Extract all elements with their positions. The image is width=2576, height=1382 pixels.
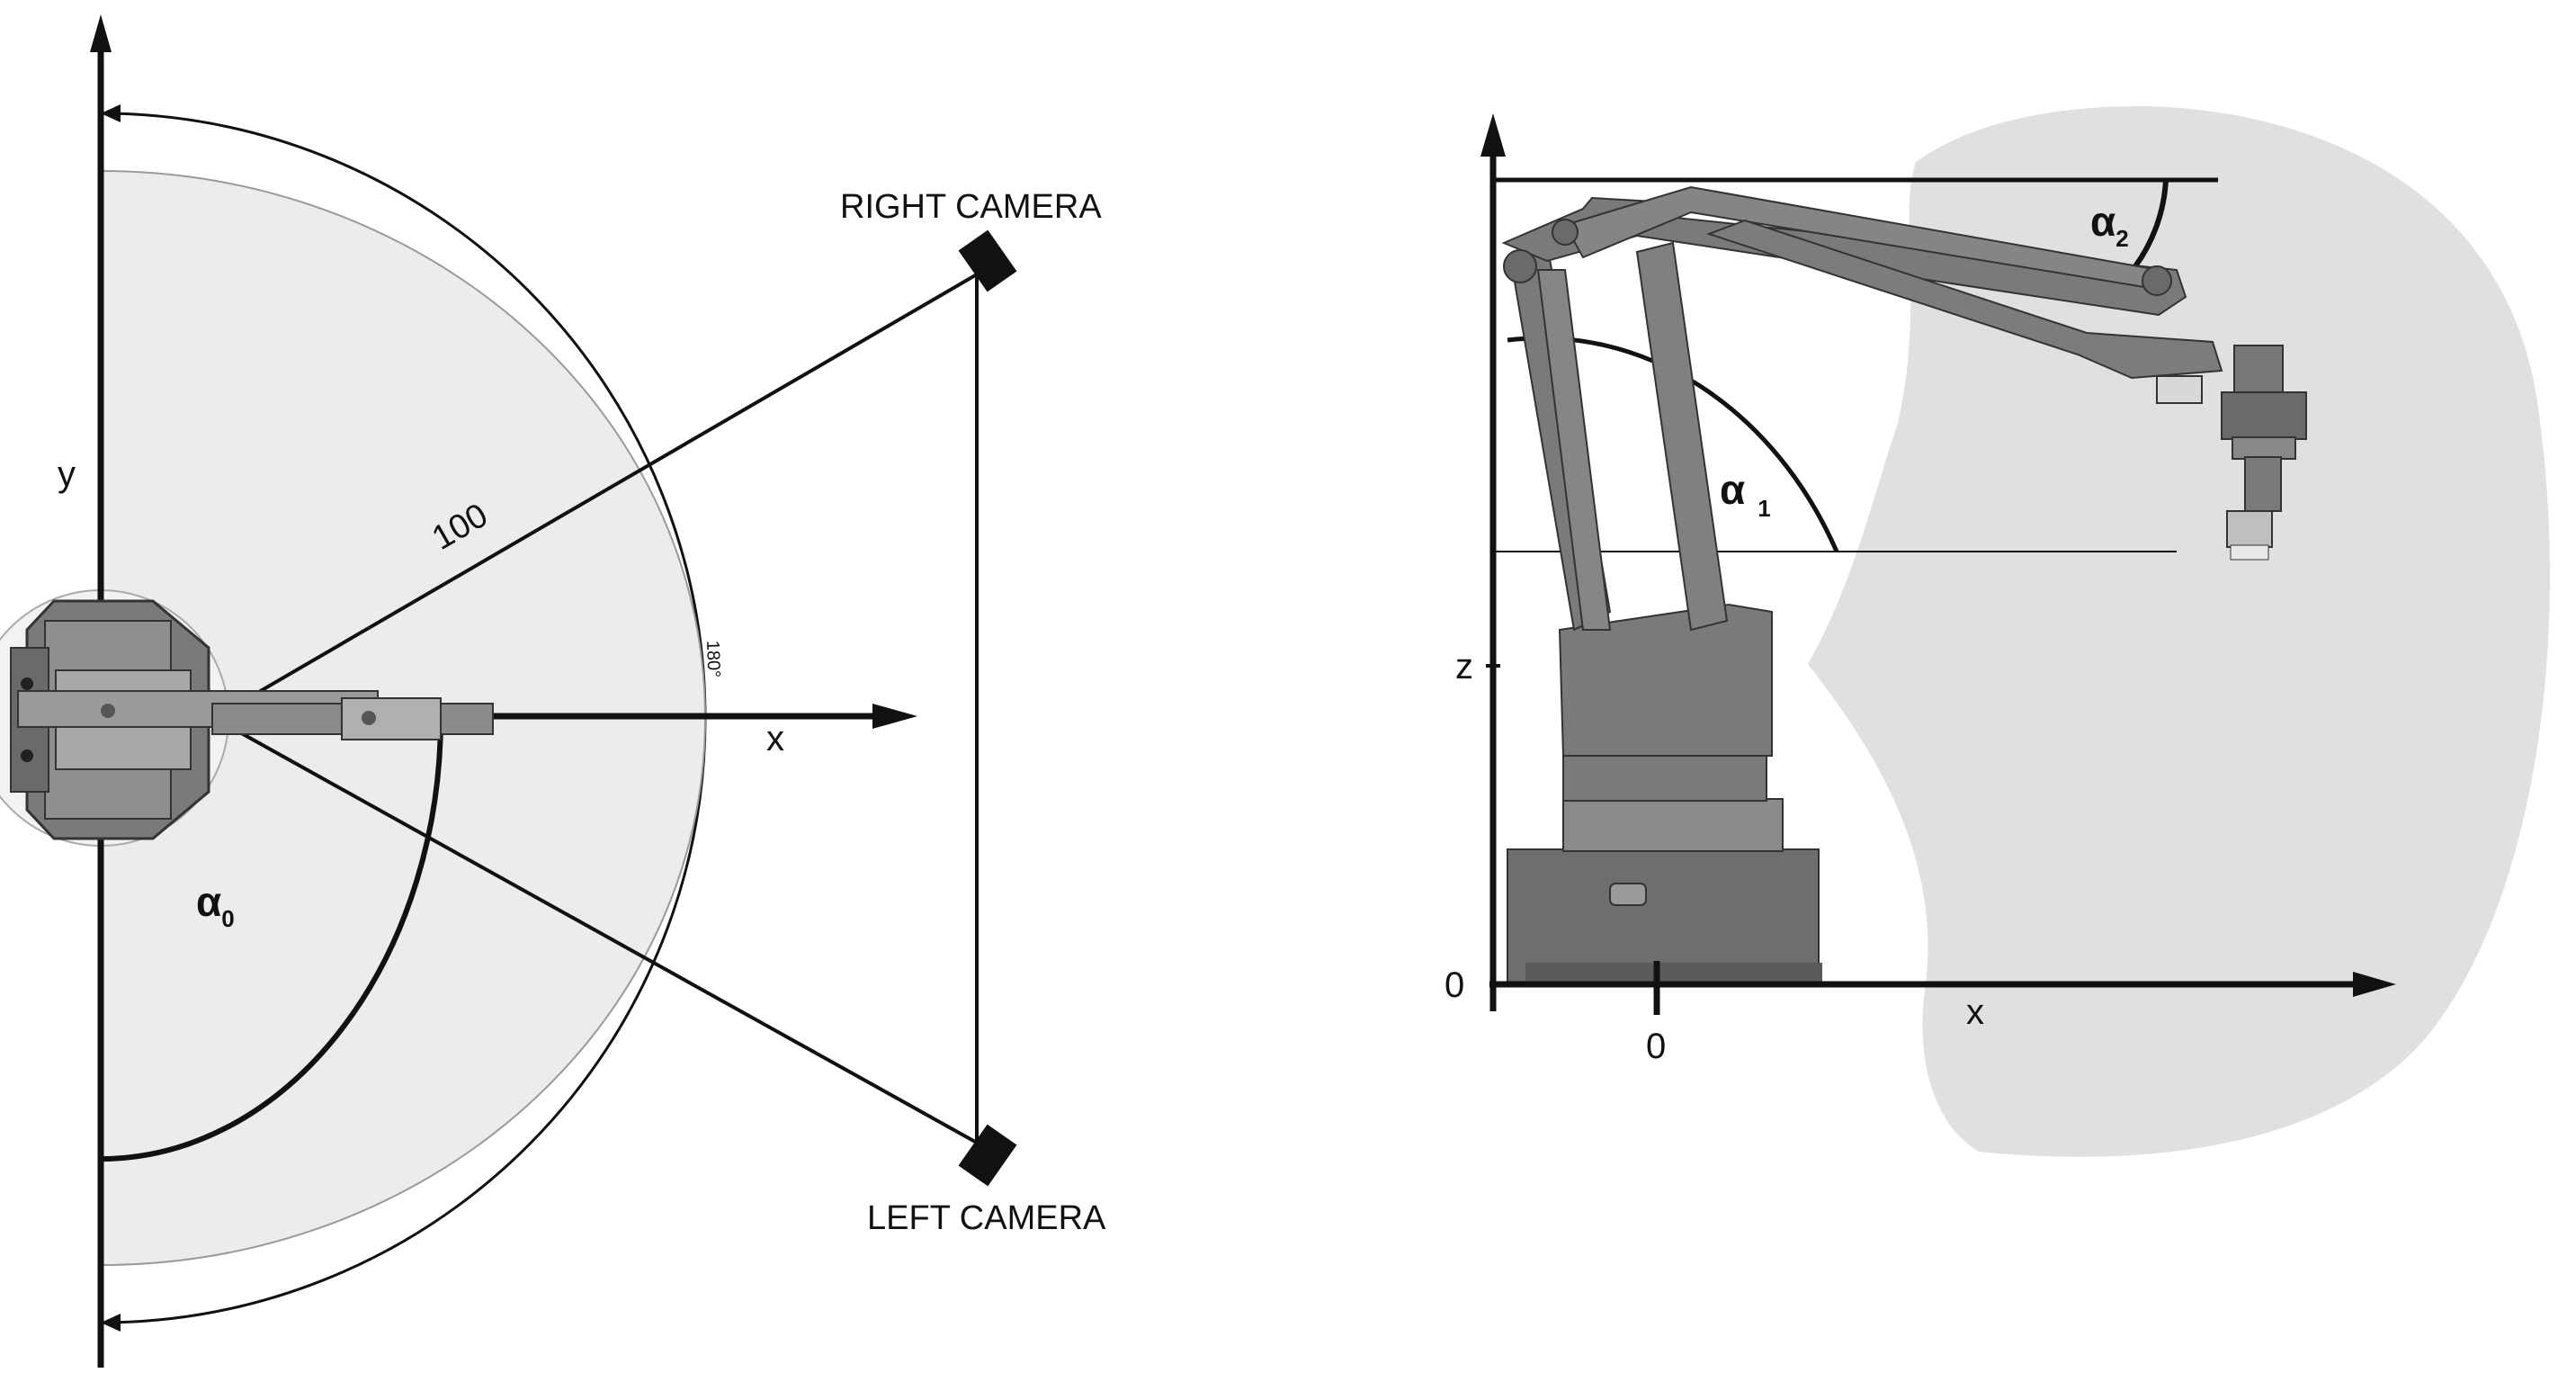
top-view-panel: y x 100 180° RIGHT CAMERA LEFT CAMERA α0 [0, 14, 1106, 1368]
x-axis-arrowhead [872, 704, 917, 729]
x-origin-label: 0 [1646, 1027, 1666, 1066]
sight-line-right-camera [212, 273, 979, 720]
y-axis-arrowhead [90, 14, 112, 52]
alpha0-label: α0 [196, 878, 235, 932]
arc-arrowhead-top [101, 104, 121, 122]
y-axis-label: y [58, 454, 76, 494]
alpha2-label: α2 [2090, 198, 2129, 252]
alpha2-angle-arc [2133, 179, 2169, 268]
left-camera-icon [958, 1124, 1017, 1187]
robot-top-view [10, 599, 494, 840]
z-axis-arrowhead [1480, 113, 1506, 157]
robot-side-view [1501, 185, 2307, 985]
left-camera-label: LEFT CAMERA [867, 1199, 1106, 1237]
side-x-axis-label: x [1966, 992, 1984, 1032]
arc-degree-label: 180° [702, 640, 723, 678]
side-x-axis-arrowhead [2353, 972, 2396, 997]
z-origin-label: 0 [1445, 965, 1464, 1005]
x-axis-label: x [766, 719, 784, 758]
right-camera-icon [958, 229, 1017, 292]
arc-arrowhead-bottom [101, 1314, 121, 1332]
sight-line-left-camera [213, 716, 978, 1144]
alpha0-angle-arc [100, 717, 443, 1162]
right-camera-label: RIGHT CAMERA [840, 188, 1102, 226]
z-axis-label: z [1455, 647, 1473, 687]
side-workspace-region [1808, 106, 2550, 1157]
